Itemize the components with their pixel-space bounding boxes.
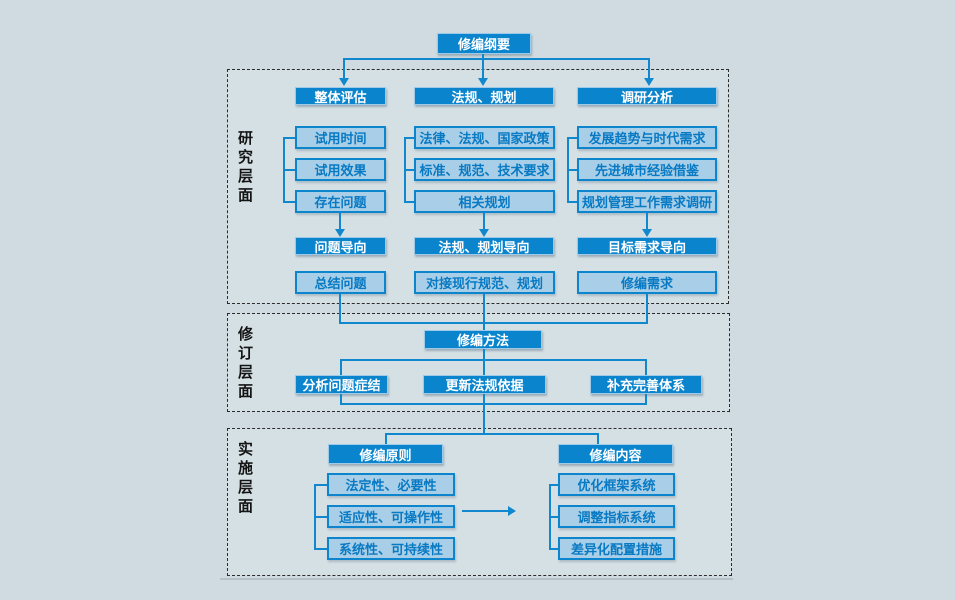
arrow-down-icon — [644, 78, 654, 86]
bracket-line — [567, 169, 577, 171]
bracket-line — [404, 201, 414, 203]
node-improve-system: 补充完善体系 — [590, 375, 702, 394]
connector-line — [340, 403, 647, 405]
section-label-revision: 修订层面 — [236, 326, 254, 402]
node-trial-effect: 试用效果 — [295, 158, 386, 181]
node-revision-outline: 修编纲要 — [437, 33, 531, 54]
node-adjust-indicators: 调整指标系统 — [558, 505, 675, 528]
node-revision-method: 修编方法 — [424, 330, 542, 349]
node-overall-evaluation: 整体评估 — [295, 87, 386, 106]
bracket-line — [283, 169, 296, 171]
connector-line — [483, 403, 485, 433]
connector-line — [483, 294, 485, 322]
node-problem-orientation: 问题导向 — [295, 237, 386, 256]
bottom-divider — [220, 578, 733, 580]
bracket-line — [549, 516, 558, 518]
section-label-implementation: 实施层面 — [236, 441, 254, 517]
section-revision — [227, 313, 730, 412]
bracket-line — [567, 201, 577, 203]
connector-line — [462, 510, 508, 512]
connector-line — [344, 58, 650, 60]
bracket-line — [567, 137, 577, 139]
node-revision-demand: 修编需求 — [577, 271, 717, 294]
arrow-down-icon — [642, 229, 652, 237]
node-research-analysis: 调研分析 — [577, 87, 717, 106]
node-systematic-sustainable: 系统性、可持续性 — [327, 537, 455, 560]
section-label-research: 研究层面 — [236, 130, 254, 206]
node-regulation-orientation: 法规、规划导向 — [414, 237, 554, 256]
connector-line — [597, 433, 599, 444]
bracket-line — [283, 137, 296, 139]
node-laws-planning: 法规、规划 — [414, 87, 554, 106]
connector-line — [343, 58, 345, 79]
connector-line — [339, 294, 341, 322]
connector-line — [482, 54, 484, 59]
node-analyze-problem-crux: 分析问题症结 — [295, 375, 388, 394]
connector-line — [340, 394, 342, 403]
node-align-current-standards: 对接现行规范、规划 — [414, 271, 555, 294]
bracket-line — [404, 169, 414, 171]
connector-line — [645, 359, 647, 375]
node-summarize-problems: 总结问题 — [295, 271, 386, 294]
bracket-line — [314, 516, 327, 518]
connector-line — [645, 394, 647, 403]
node-related-planning: 相关规划 — [414, 190, 555, 213]
node-revision-principles: 修编原则 — [328, 444, 443, 464]
node-existing-problems: 存在问题 — [295, 190, 386, 213]
node-management-research: 规划管理工作需求调研 — [577, 190, 717, 213]
connector-line — [483, 394, 485, 403]
node-differentiated-measures: 差异化配置措施 — [558, 537, 675, 560]
bracket-line — [549, 548, 558, 550]
arrow-down-icon — [335, 229, 345, 237]
connector-line — [385, 433, 387, 444]
node-goal-demand-orientation: 目标需求导向 — [577, 237, 717, 256]
node-trial-time: 试用时间 — [295, 126, 386, 149]
bracket-line — [549, 484, 558, 486]
node-development-trends: 发展趋势与时代需求 — [577, 126, 717, 149]
connector-line — [482, 58, 484, 79]
connector-line — [340, 359, 342, 375]
connector-line — [646, 294, 648, 322]
node-optimize-framework: 优化框架系统 — [558, 473, 675, 496]
connector-line — [483, 322, 485, 330]
bracket-line — [404, 137, 414, 139]
bracket-line — [283, 201, 296, 203]
connector-line — [339, 213, 341, 229]
arrow-right-icon — [508, 506, 516, 516]
connector-line — [339, 322, 648, 324]
node-adaptability-operability: 适应性、可操作性 — [327, 505, 455, 528]
connector-line — [340, 359, 647, 361]
node-standards-requirements: 标准、规范、技术要求 — [414, 158, 555, 181]
arrow-down-icon — [339, 78, 349, 86]
node-laws-policies: 法律、法规、国家政策 — [414, 126, 555, 149]
node-legality-necessity: 法定性、必要性 — [327, 473, 455, 496]
section-research — [227, 69, 729, 304]
node-revision-contents: 修编内容 — [558, 444, 673, 464]
arrow-down-icon — [478, 78, 488, 86]
connector-line — [648, 58, 650, 79]
bracket-line — [314, 484, 327, 486]
node-update-legal-basis: 更新法规依据 — [423, 375, 546, 394]
connector-line — [483, 349, 485, 375]
arrow-down-icon — [479, 229, 489, 237]
connector-line — [385, 433, 599, 435]
node-city-experience: 先进城市经验借鉴 — [577, 158, 717, 181]
connector-line — [483, 213, 485, 229]
connector-line — [646, 213, 648, 229]
bracket-line — [314, 548, 327, 550]
